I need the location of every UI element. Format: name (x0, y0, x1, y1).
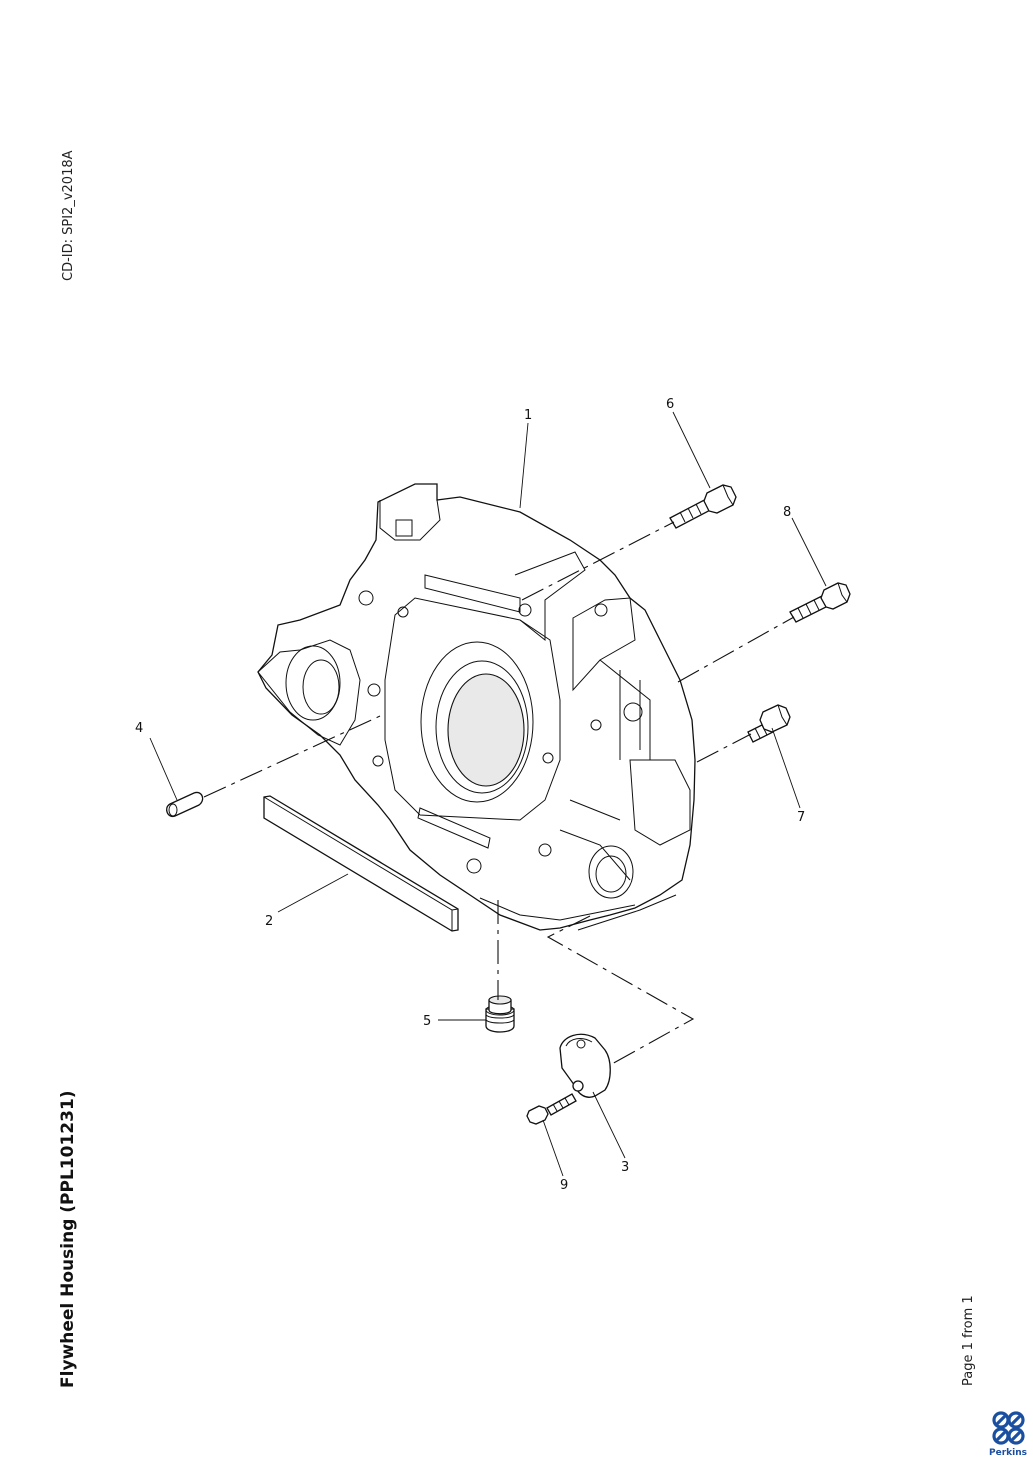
bolt-7-drawing (747, 704, 791, 743)
callout-1: 1 (524, 408, 532, 423)
gasket-strip-drawing (263, 795, 459, 932)
callout-9: 9 (560, 1178, 568, 1193)
assembly-centerlines (203, 521, 795, 1066)
callout-6: 6 (666, 397, 674, 412)
callout-numbers: 1 2 3 4 5 6 7 8 9 (135, 397, 805, 1193)
callout-5: 5 (423, 1014, 431, 1029)
brand-name: Perkins (989, 1448, 1027, 1458)
callout-4: 4 (135, 721, 143, 736)
bolt-8-drawing (789, 582, 851, 623)
plug-5-drawing (485, 995, 515, 1033)
callout-7: 7 (797, 810, 805, 825)
cover-plate-3-drawing (559, 1033, 611, 1098)
perkins-logo-icon (992, 1411, 1025, 1445)
callout-2: 2 (265, 914, 273, 929)
flywheel-housing-drawing (257, 483, 696, 931)
screw-9-drawing (526, 1093, 577, 1125)
dowel-pin-drawing (166, 791, 204, 818)
callout-leaders (149, 411, 827, 1177)
callout-3: 3 (621, 1160, 629, 1175)
callout-8: 8 (783, 505, 791, 520)
bolt-6-drawing (669, 484, 737, 529)
